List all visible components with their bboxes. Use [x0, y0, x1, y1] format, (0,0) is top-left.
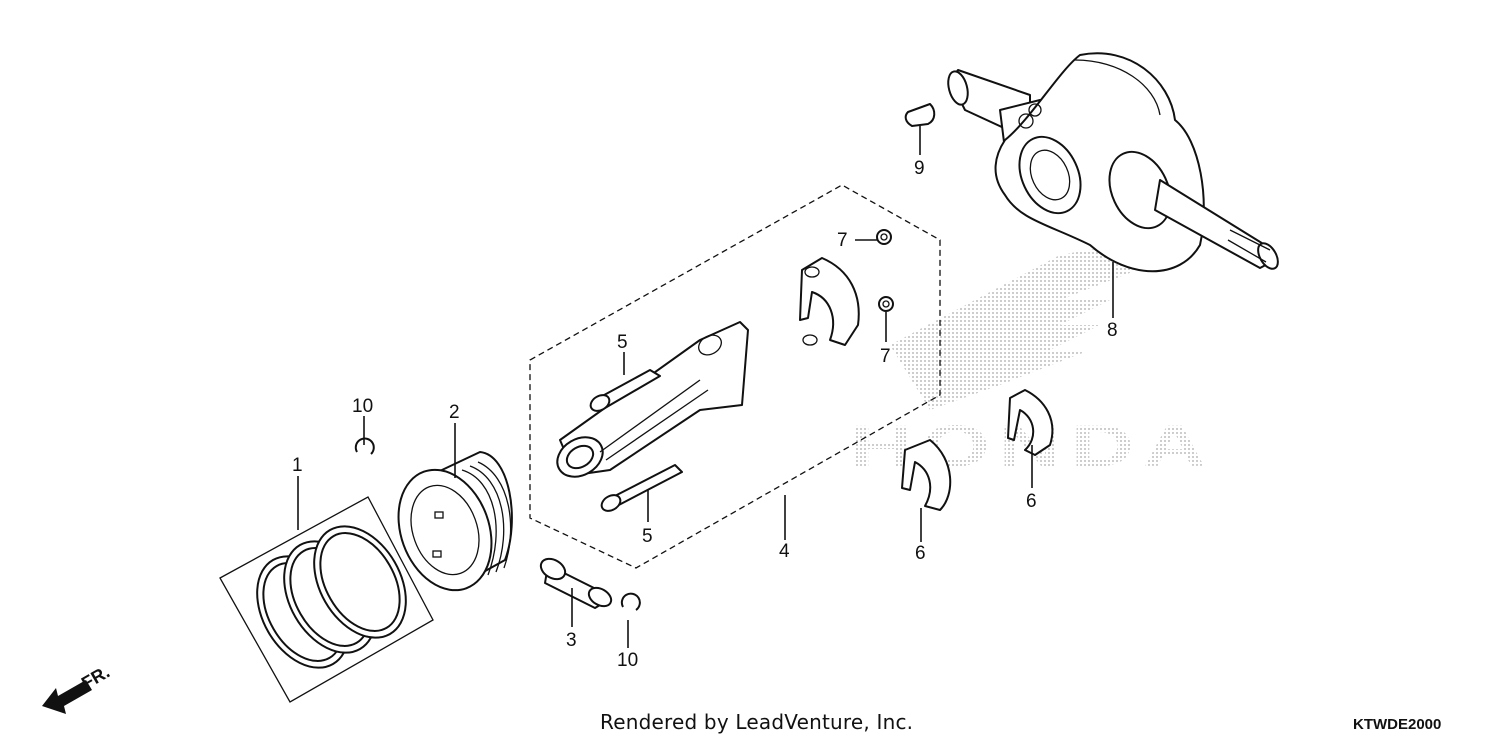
conrod-bearing-shell-upper[interactable] [1007, 389, 1054, 456]
woodruff-key[interactable] [904, 103, 936, 127]
leader-lines [297, 126, 1114, 648]
callout-7-lower: 7 [880, 346, 891, 367]
callout-3: 3 [566, 630, 577, 651]
callout-5-lower: 5 [642, 526, 653, 547]
conrod-assembly-outline [529, 184, 941, 569]
callout-2: 2 [449, 402, 460, 423]
callout-9: 9 [914, 158, 925, 179]
diagram-code: KTWDE2000 [1353, 716, 1442, 733]
callout-8: 8 [1107, 320, 1118, 341]
callout-6-right: 6 [1026, 491, 1037, 512]
render-credit: Rendered by LeadVenture, Inc. [600, 710, 914, 734]
callout-10-upper: 10 [352, 396, 373, 417]
front-direction-indicator: FR. [42, 662, 113, 714]
callout-1: 1 [292, 455, 303, 476]
connecting-rod-assembly[interactable] [529, 184, 941, 569]
piston[interactable] [382, 451, 513, 603]
callout-6-left: 6 [915, 543, 926, 564]
piston-pin-clip-upper[interactable] [354, 437, 375, 455]
piston-ring-set[interactable] [219, 496, 434, 703]
ring-set-outline [219, 496, 434, 703]
honda-wing-mark [890, 240, 1150, 410]
callout-4: 4 [779, 541, 790, 562]
callout-7-upper: 7 [837, 230, 848, 251]
piston-pin[interactable] [537, 555, 614, 610]
front-arrow-icon [42, 680, 92, 714]
crankshaft[interactable] [945, 52, 1282, 273]
conrod-bearing-shell-lower[interactable] [901, 439, 952, 511]
piston-pin-clip-lower[interactable] [620, 592, 641, 611]
callout-numbers: 1 2 3 4 5 5 6 6 7 7 8 9 10 10 [292, 158, 1118, 671]
callout-10-lower: 10 [617, 650, 638, 671]
callout-5-upper: 5 [617, 332, 628, 353]
